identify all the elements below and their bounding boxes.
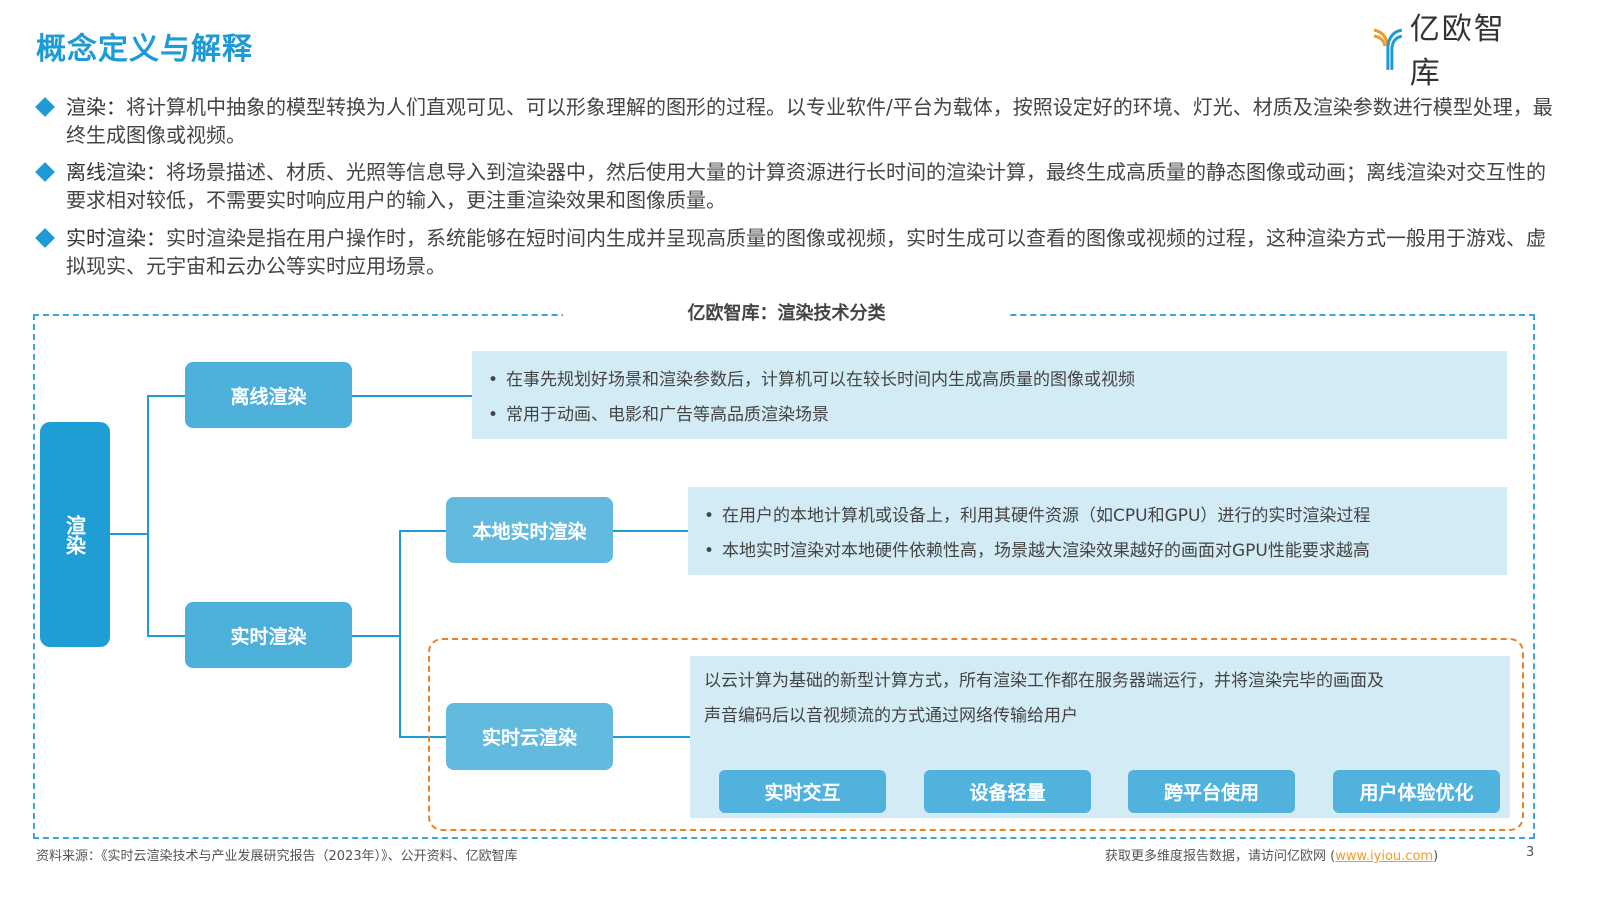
logo-text: 亿欧智库 <box>1409 12 1506 91</box>
diamond-bullet-icon <box>35 162 55 182</box>
cloud-desc-line: 声音编码后以音视频流的方式通过网络传输给用户 <box>704 706 1078 726</box>
website-link[interactable]: www.iyiou.com <box>1335 849 1434 864</box>
list-item: 常用于动画、电影和广告等高品质渲染场景 <box>484 398 1495 433</box>
definition-rendering: 渲染：将计算机中抽象的模型转换为人们直观可见、可以形象理解的图形的过程。以专业软… <box>35 93 1553 149</box>
connector <box>352 395 472 397</box>
more-text-end: ) <box>1433 849 1439 864</box>
list-item: 在用户的本地计算机或设备上，利用其硬件资源（如CPU和GPU）进行的实时渲染过程 <box>700 499 1495 534</box>
cloud-desc-line: 以云计算为基础的新型计算方式，所有渲染工作都在服务器端运行，并将渲染完毕的画面及 <box>704 671 1384 691</box>
connector <box>352 635 400 637</box>
diamond-bullet-icon <box>35 228 55 248</box>
connector <box>399 736 446 738</box>
source-note: 资料来源：《实时云渲染技术与产业发展研究报告（2023年）》、公开资料、亿欧智库 <box>36 849 518 864</box>
offline-description: 在事先规划好场景和渲染参数后，计算机可以在较长时间内生成高质量的图像或视频常用于… <box>472 351 1507 439</box>
connector <box>613 736 690 738</box>
definition-text: 将场景描述、材质、光照等信息导入到渲染器中，然后使用大量的计算资源进行长时间的渲… <box>66 160 1546 212</box>
diagram-title: 亿欧智库：渲染技术分类 <box>563 300 1010 328</box>
term: 实时渲染： <box>66 226 166 250</box>
connector <box>110 533 148 535</box>
node-offline: 离线渲染 <box>185 362 352 428</box>
connector <box>399 530 401 738</box>
connector <box>147 635 185 637</box>
term: 渲染： <box>66 95 126 119</box>
page-number: 3 <box>1526 845 1535 860</box>
logo-icon <box>1373 28 1403 70</box>
cloud-highlight-frame <box>428 638 1524 831</box>
node-local-realtime: 本地实时渲染 <box>446 497 613 563</box>
feature-lightweight-device: 设备轻量 <box>924 770 1091 813</box>
list-item: 本地实时渲染对本地硬件依赖性高，场景越大渲染效果越好的画面对GPU性能要求越高 <box>700 534 1495 569</box>
definition-text: 实时渲染是指在用户操作时，系统能够在短时间内生成并呈现高质量的图像或视频，实时生… <box>66 226 1546 278</box>
connector <box>147 395 185 397</box>
connector <box>147 395 149 637</box>
logo: 亿欧智库 <box>1372 12 1537 91</box>
feature-user-experience: 用户体验优化 <box>1333 770 1500 813</box>
list-item: 在事先规划好场景和渲染参数后，计算机可以在较长时间内生成高质量的图像或视频 <box>484 363 1495 398</box>
more-text: 获取更多维度报告数据，请访问亿欧网 ( <box>1105 849 1336 864</box>
connector <box>613 530 688 532</box>
local-description: 在用户的本地计算机或设备上，利用其硬件资源（如CPU和GPU）进行的实时渲染过程… <box>688 487 1507 575</box>
definition-text: 将计算机中抽象的模型转换为人们直观可见、可以形象理解的图形的过程。以专业软件/平… <box>66 95 1553 147</box>
diamond-bullet-icon <box>35 97 55 117</box>
definition-offline: 离线渲染：将场景描述、材质、光照等信息导入到渲染器中，然后使用大量的计算资源进行… <box>35 158 1553 214</box>
footer-more-info: 获取更多维度报告数据，请访问亿欧网 (www.iyiou.com) <box>1105 845 1438 864</box>
feature-cross-platform: 跨平台使用 <box>1128 770 1295 813</box>
node-rendering: 渲染 <box>40 422 110 647</box>
term: 离线渲染： <box>66 160 166 184</box>
feature-realtime-interaction: 实时交互 <box>719 770 886 813</box>
node-cloud-realtime: 实时云渲染 <box>446 703 613 770</box>
definition-realtime: 实时渲染：实时渲染是指在用户操作时，系统能够在短时间内生成并呈现高质量的图像或视… <box>35 224 1553 280</box>
node-realtime: 实时渲染 <box>185 602 352 668</box>
page-title: 概念定义与解释 <box>36 32 253 67</box>
connector <box>399 530 446 532</box>
